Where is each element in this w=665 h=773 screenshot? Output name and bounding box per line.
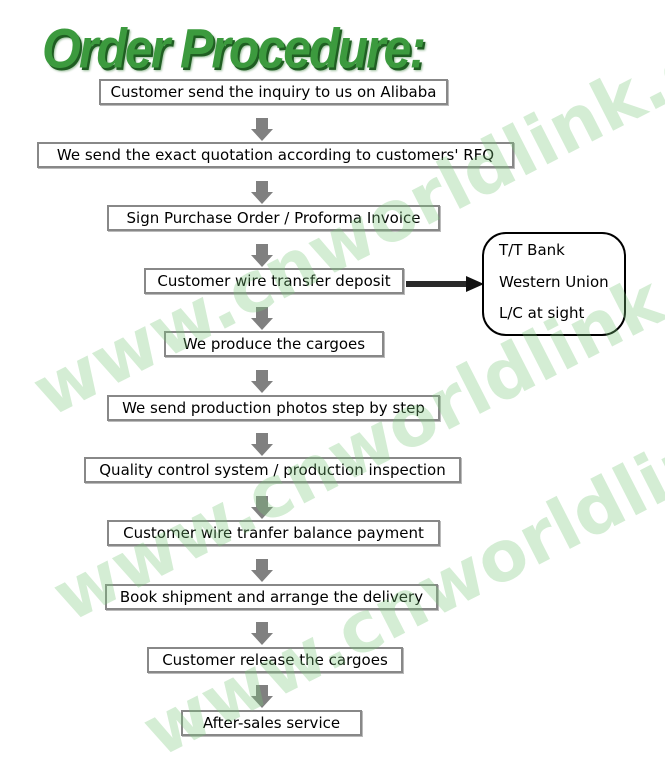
step-purchase-order: Sign Purchase Order / Proforma Invoice xyxy=(107,205,440,231)
step-quotation: We send the exact quotation according to… xyxy=(37,142,514,168)
down-arrow-icon xyxy=(251,685,273,709)
step-shipment: Book shipment and arrange the delivery xyxy=(105,584,438,610)
down-arrow-icon xyxy=(251,370,273,394)
down-arrow-icon xyxy=(251,118,273,142)
step-after-sales: After-sales service xyxy=(181,710,362,736)
step-balance-payment: Customer wire tranfer balance payment xyxy=(107,520,440,546)
payment-method-tt: T/T Bank xyxy=(499,241,565,259)
down-arrow-icon xyxy=(251,622,273,646)
payment-methods-box: T/T Bank Western Union L/C at sight xyxy=(482,232,626,336)
page-title: Order Procedure: xyxy=(42,17,426,80)
payment-method-western-union: Western Union xyxy=(499,273,609,291)
step-produce: We produce the cargoes xyxy=(164,331,384,357)
down-arrow-icon xyxy=(251,496,273,520)
down-arrow-icon xyxy=(251,559,273,583)
step-inquiry: Customer send the inquiry to us on Aliba… xyxy=(99,79,448,105)
right-arrow-icon xyxy=(406,276,486,292)
step-deposit: Customer wire transfer deposit xyxy=(144,268,404,294)
down-arrow-icon xyxy=(251,244,273,268)
down-arrow-icon xyxy=(251,181,273,205)
payment-method-lc: L/C at sight xyxy=(499,304,585,322)
step-photos: We send production photos step by step xyxy=(107,395,440,421)
down-arrow-icon xyxy=(251,307,273,331)
down-arrow-icon xyxy=(251,433,273,457)
step-release-cargoes: Customer release the cargoes xyxy=(147,647,403,673)
step-quality-control: Quality control system / production insp… xyxy=(84,457,461,483)
